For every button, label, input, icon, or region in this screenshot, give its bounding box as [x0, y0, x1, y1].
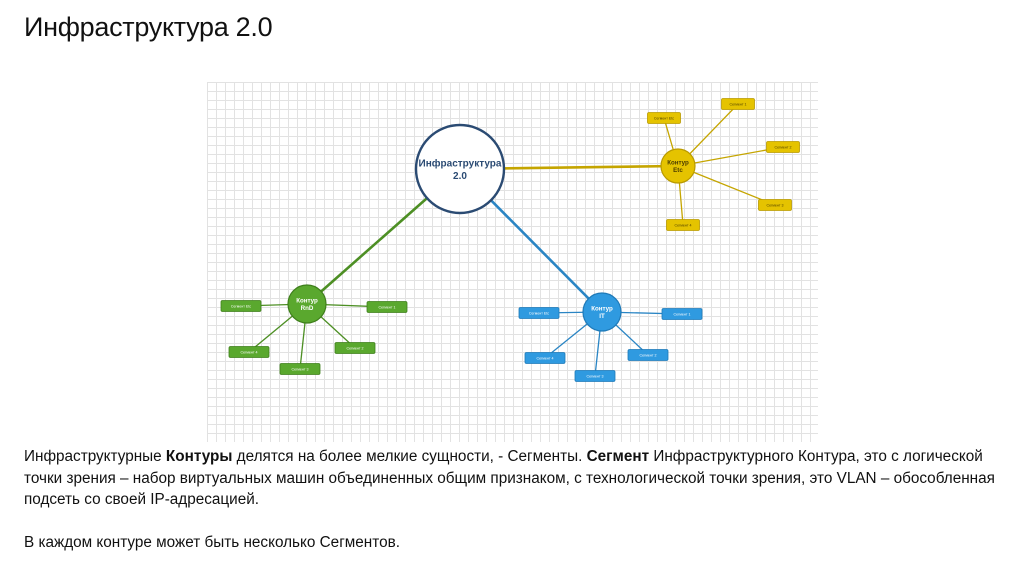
segment-label-it: Сегмент 1 — [673, 312, 690, 316]
center-node — [414, 123, 506, 215]
segment-box-etc — [766, 141, 800, 153]
segment-box-rnd — [366, 301, 408, 313]
page-title: Инфраструктура 2.0 — [24, 12, 273, 42]
segment-label-rnd: Сегмент 3 — [291, 367, 308, 371]
text-run: делятся на более мелкие сущности, - Сегм… — [232, 448, 587, 465]
segment-label-rnd: Сегмент 1 — [378, 305, 395, 309]
description-paragraph-1: Инфраструктурные Контуры делятся на боле… — [24, 446, 1004, 511]
connector-etc-segment — [677, 146, 784, 167]
description-paragraph-2: В каждом контуре может быть несколько Се… — [24, 533, 400, 551]
segment-label-rnd: Сегмент 2 — [346, 346, 363, 350]
segment-box-it — [524, 352, 566, 364]
text-run: Инфраструктурного Контура, это с логичес… — [24, 448, 995, 508]
segment-box-etc — [666, 219, 700, 231]
contour-node-it — [582, 292, 622, 332]
segment-box-rnd — [220, 300, 262, 312]
segment-label-etc: Сегмент 1 — [729, 102, 746, 106]
bold-term-contours: Контуры — [165, 448, 233, 465]
contour-node-rnd — [287, 284, 327, 324]
segment-box-rnd — [334, 342, 376, 354]
segment-label-etc: Сегмент Etc — [654, 116, 674, 120]
segment-box-it — [518, 307, 560, 319]
segment-box-it — [661, 308, 703, 320]
segment-label-it: Сегмент 3 — [586, 374, 603, 378]
segment-label-rnd: Сегмент Etc — [231, 304, 251, 308]
segment-box-etc — [721, 98, 755, 110]
segment-label-etc: Сегмент 2 — [774, 145, 791, 149]
contour-node-etc — [660, 148, 696, 184]
segment-label-it: Сегмент 2 — [639, 353, 656, 357]
segment-box-etc — [647, 112, 681, 124]
description: Инфраструктурные Контуры делятся на боле… — [24, 446, 1004, 553]
text-run: Инфраструктурные — [24, 448, 166, 465]
segment-label-it: Сегмент 4 — [536, 356, 553, 360]
segment-box-etc — [758, 199, 792, 211]
segment-label-etc: Сегмент 3 — [766, 203, 783, 207]
segment-label-rnd: Сегмент 4 — [240, 350, 257, 354]
segment-label-etc: Сегмент 4 — [674, 223, 691, 227]
segment-label-it: Сегмент Etc — [529, 311, 549, 315]
bold-term-segment: Сегмент — [586, 448, 650, 465]
segment-box-rnd — [279, 363, 321, 375]
segment-box-it — [574, 370, 616, 382]
segment-box-rnd — [228, 346, 270, 358]
segment-box-it — [627, 349, 669, 361]
